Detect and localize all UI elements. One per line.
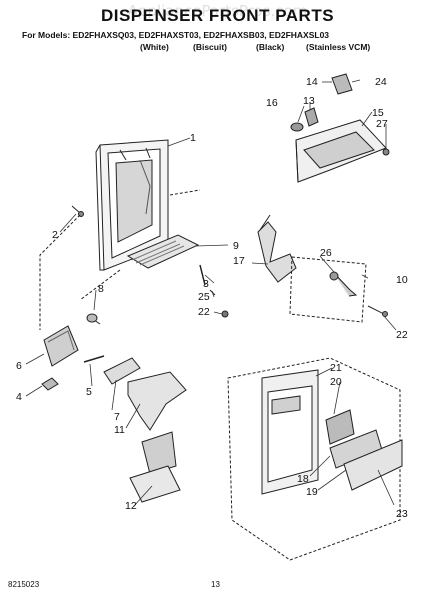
callout-15: 15	[372, 107, 384, 119]
callout-26: 26	[320, 247, 332, 259]
callout-23: 23	[396, 508, 408, 520]
chute-door-part-12	[129, 431, 181, 503]
screw-part-2	[71, 205, 84, 217]
front-panel-outline	[227, 357, 401, 561]
callout-4: 4	[16, 391, 22, 403]
callout-5: 5	[86, 386, 92, 398]
clip-part-4	[41, 377, 59, 391]
dispenser-housing-part	[95, 139, 169, 271]
actuator-lever-part-26	[329, 271, 358, 297]
callout-7: 7	[114, 411, 120, 423]
screw-part-22b	[367, 305, 388, 317]
color-black: (Black)	[256, 42, 285, 52]
screw-part-27	[382, 148, 390, 156]
button-part-13	[304, 107, 319, 127]
callout-21: 21	[330, 362, 342, 374]
callout-6: 6	[16, 360, 22, 372]
screw-part-22a	[221, 310, 229, 318]
callout-2: 2	[52, 229, 58, 241]
page-number: 13	[211, 580, 220, 589]
switch-part-7	[103, 357, 141, 385]
callout-24: 24	[375, 76, 387, 88]
callout-19: 19	[306, 486, 318, 498]
callout-27: 27	[376, 118, 388, 130]
page-title: DISPENSER FRONT PARTS	[100, 6, 335, 25]
callout-3: 3	[203, 278, 209, 290]
bracket-group-outline	[289, 256, 367, 323]
callout-8: 8	[98, 283, 104, 295]
model-list: For Models: ED2FHAXSQ03, ED2FHAXST03, ED…	[22, 30, 330, 40]
callout-22-bracket: 22	[396, 329, 408, 341]
callout-14: 14	[306, 76, 318, 88]
callout-22-tray: 22	[198, 306, 210, 318]
switch-part-14	[331, 73, 353, 95]
drip-tray-part	[126, 234, 200, 269]
color-stainless: (Stainless VCM)	[306, 42, 371, 52]
board-part-20	[325, 409, 355, 445]
site-watermark: AppliancePartsPros.com	[127, 2, 308, 20]
front-cover-part-21	[261, 369, 319, 495]
light-part-16	[290, 122, 304, 132]
callout-17: 17	[233, 255, 245, 267]
callout-11: 11	[114, 424, 125, 436]
callout-10: 10	[396, 274, 408, 286]
callout-25: 25	[198, 291, 210, 303]
callout-12: 12	[125, 500, 137, 512]
callout-20: 20	[330, 376, 342, 388]
control-housing-part-15	[295, 119, 387, 183]
part-number: 8215023	[8, 580, 40, 589]
color-biscuit: (Biscuit)	[193, 42, 227, 52]
color-white: (White)	[140, 42, 169, 52]
callout-1: 1	[190, 132, 196, 144]
callout-18: 18	[297, 473, 309, 485]
chute-part-11	[127, 371, 187, 431]
bezel-part-19	[343, 439, 403, 491]
module-part-6	[43, 325, 79, 367]
callout-13: 13	[303, 95, 315, 107]
pin-part-5	[83, 355, 105, 363]
paddle-lever-part-17	[257, 214, 297, 283]
callout-9: 9	[233, 240, 239, 252]
callout-16: 16	[266, 97, 278, 109]
screw-part-8	[86, 313, 101, 325]
